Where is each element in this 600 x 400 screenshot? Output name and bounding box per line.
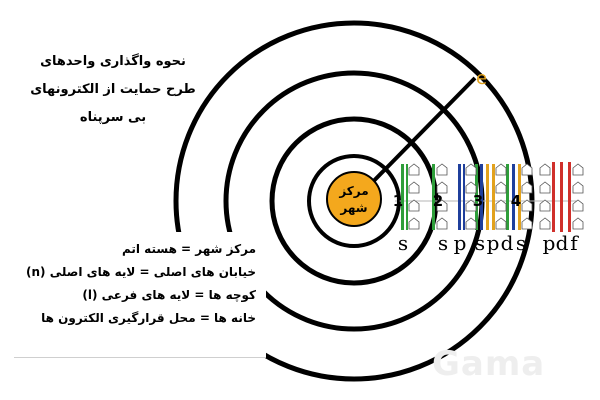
title-line-3: بی سرپناه [79,110,147,125]
title-line-2: طرح حمایت از الکترونهای [30,82,196,97]
legend-line-4: خانه ها = محل قرارگیری الکترون ها [41,311,256,325]
shell-number-4: 4 [511,192,521,210]
subshell-label-f-4: f [570,231,579,255]
legend-line-2: خیابان های اصلی = لایه های اصلی (n) [26,265,256,279]
subshell-label-s-3: s [475,231,485,255]
legend-line-1: مرکز شهر = هسته اتم [121,242,256,256]
street-p-shell-3 [480,164,483,230]
legend-line-3: کوچه ها = لایه های فرعی (l) [82,288,256,302]
legend-box: مرکز شهر = هسته اتم خیابان های اصلی = لا… [14,232,266,358]
house-icons [408,163,584,230]
shell-number-3: 3 [473,192,483,210]
nucleus-label-line2: شهر [339,201,367,215]
street-p-shell-4 [512,164,515,230]
street-f-shell-4 [552,162,571,232]
nucleus [326,171,382,227]
house-icon [408,163,420,230]
street-s-shell-2 [432,164,435,230]
house-icon [436,163,448,230]
subshell-label-s-1: s [398,231,408,255]
shell-number-2: 2 [433,192,443,210]
street-s-shell-3 [475,164,478,230]
title-line-1: نحوه واگذاری واحدهای [40,54,186,69]
house-icon [495,163,507,230]
street-d-shell-3 [486,164,495,230]
street-p-shell-2 [458,164,465,230]
nucleus-label-line1: مرکز [338,184,368,198]
watermark-logo: Gama [432,344,546,384]
subshell-label-d-3: d [501,231,514,255]
subshell-label-s-2: s [438,231,448,255]
street-s-shell-1 [401,164,408,230]
street-s-shell-4 [506,164,509,230]
street-d-shell-4 [518,164,521,230]
house-icon [539,163,551,230]
subshell-label-p-3: p [487,231,500,255]
subshell-label-p-4: p [543,231,556,255]
shell-number-1: 1 [393,192,403,210]
subshell-label-p-2: p [454,231,467,255]
house-icon [465,163,477,230]
electron-label: e [476,68,487,89]
subshell-label-s-4: s [516,231,526,255]
house-icon [572,163,584,230]
house-icon [521,163,533,230]
subshell-label-d-4: d [556,231,569,255]
diagram-title: نحوه واگذاری واحدهای طرح حمایت از الکترو… [18,48,208,132]
